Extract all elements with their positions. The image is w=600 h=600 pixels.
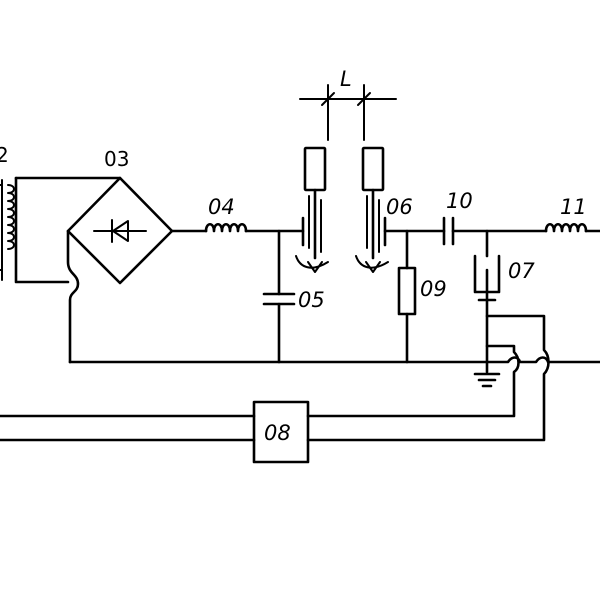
inductor-11: 11	[544, 195, 600, 233]
wire-bridge-neg	[66, 229, 80, 364]
capacitor-05: 05	[262, 229, 325, 364]
wire-return-bus	[68, 356, 600, 364]
inductor-04: 04	[204, 195, 248, 233]
electrode-left	[295, 146, 329, 273]
dimension-L-label: L	[340, 67, 352, 91]
inductor-04-label: 04	[208, 195, 235, 219]
bridge-rectifier: 03	[66, 147, 174, 285]
transformer: 2	[0, 143, 15, 281]
capacitor-07: 07	[473, 229, 535, 374]
wire-control-loop-b	[306, 344, 520, 418]
transformer-label: 2	[0, 143, 9, 167]
resistor-09: 09	[397, 229, 447, 364]
resistor-09-label: 09	[420, 277, 447, 301]
wire-control-loop-a	[306, 314, 550, 442]
capacitor-07-label: 07	[508, 259, 535, 283]
wire-secondary-bottom	[14, 176, 70, 284]
controller-08-label: 08	[264, 421, 291, 445]
electrode-right-label: 06	[386, 195, 413, 219]
ground-icon	[473, 372, 501, 388]
capacitor-05-label: 05	[298, 288, 325, 312]
dimension-L: L	[299, 67, 397, 141]
electrode-right: 06	[355, 146, 413, 273]
bridge-label: 03	[104, 147, 129, 171]
controller-08: 08	[252, 400, 310, 464]
capacitor-10-label: 10	[446, 189, 473, 213]
inductor-11-label: 11	[560, 195, 587, 219]
capacitor-10: 10	[442, 189, 473, 246]
